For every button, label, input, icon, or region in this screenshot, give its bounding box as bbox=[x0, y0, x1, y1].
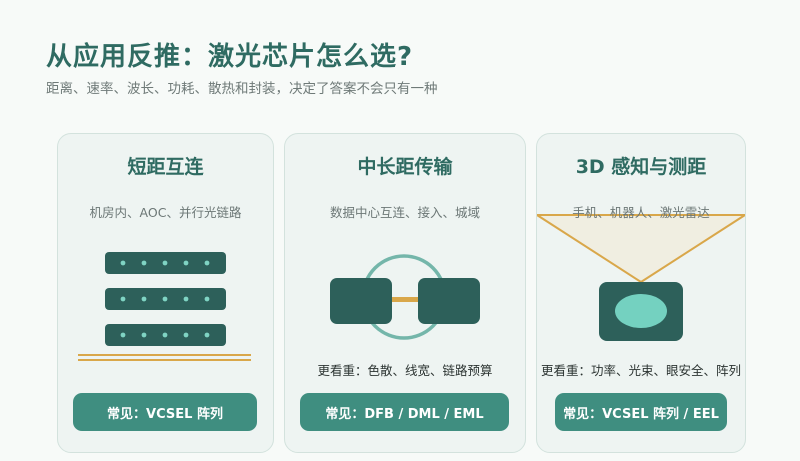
page-title: 从应用反推：激光芯片怎么选? bbox=[46, 42, 414, 72]
projector-beam-icon bbox=[537, 214, 745, 341]
card-title: 中长距传输 bbox=[357, 156, 453, 178]
page-subtitle: 距离、速率、波长、功耗、散热和封装，决定了答案不会只有一种 bbox=[46, 81, 438, 97]
card-subtitle: 数据中心互连、接入、城域 bbox=[329, 205, 480, 220]
common-chip-badge: 常见：VCSEL 阵列 bbox=[73, 393, 257, 431]
common-chip-badge: 常见：VCSEL 阵列 / EEL bbox=[555, 393, 727, 431]
card-note: 更看重：色散、线宽、链路预算 bbox=[317, 363, 493, 378]
card-title: 短距互连 bbox=[127, 156, 204, 178]
common-chip-badge: 常见：DFB / DML / EML bbox=[300, 393, 509, 431]
card-subtitle: 机房内、AOC、并行光链路 bbox=[89, 205, 242, 220]
card-short-distance: 短距互连 机房内、AOC、并行光链路 常见：VCSEL 阵列 bbox=[57, 133, 274, 453]
card-title: 3D 感知与测距 bbox=[575, 156, 707, 178]
card-3d-sensing: 3D 感知与测距 手机、机器人、激光雷达 更看重：功率、光束、眼安全、阵列 常见… bbox=[536, 133, 746, 453]
card-note: 更看重：功率、光束、眼安全、阵列 bbox=[540, 363, 741, 378]
card-mid-long-distance: 中长距传输 数据中心互连、接入、城域 更看重：色散、线宽、链路预算 常见：DFB… bbox=[284, 133, 526, 453]
linked-modules-icon bbox=[330, 254, 480, 340]
card-subtitle: 手机、机器人、激光雷达 bbox=[572, 205, 710, 220]
stacked-emitter-array-icon bbox=[78, 252, 251, 361]
